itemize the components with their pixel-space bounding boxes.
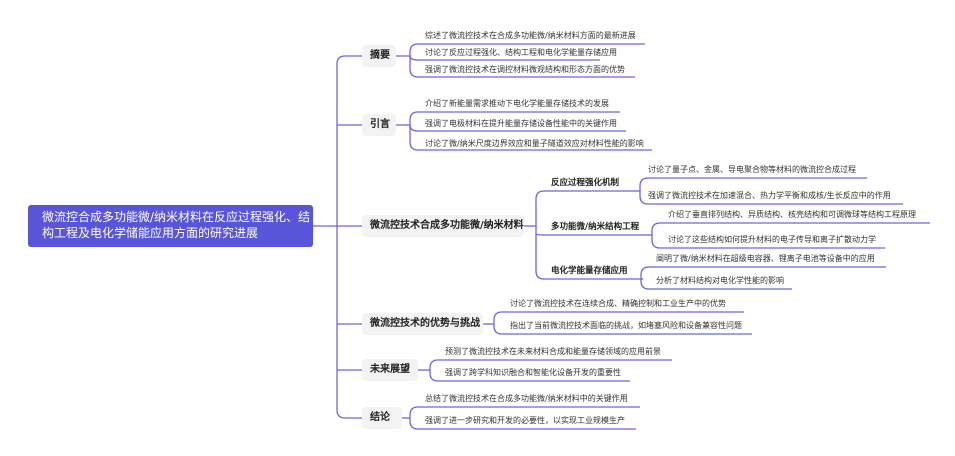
leaf-item[interactable]: 讨论了这些结构如何提升材料的电子传导和离子扩散动力学: [668, 235, 876, 244]
node-advantages-challenges[interactable]: 微流控技术的优势与挑战: [362, 313, 483, 335]
node-label: 结论: [370, 412, 390, 423]
leaf-item[interactable]: 综述了微流控技术在合成多功能微/纳米材料方面的最新进展: [425, 31, 636, 40]
node-synthesis[interactable]: 微流控技术合成多功能微/纳米材料: [362, 215, 524, 237]
leaf-item[interactable]: 介绍了垂直排列结构、异质结构、核壳结构和可调微球等结构工程原理: [668, 210, 916, 219]
leaf-item[interactable]: 指出了当前微流控技术面临的挑战，如堵塞风险和设备兼容性问题: [510, 321, 742, 330]
connector-trunk: [336, 55, 346, 419]
leaf-item[interactable]: 讨论了微流控技术在连续合成、精确控制和工业生产中的优势: [510, 299, 726, 308]
node-conclusion[interactable]: 结论: [362, 407, 402, 429]
root-node[interactable]: 微流控合成多功能微/纳米材料在反应过程强化、结构工程及电化学储能应用方面的研究进…: [28, 205, 313, 247]
node-label: 未来展望: [370, 364, 410, 375]
leaf-item[interactable]: 总结了微流控技术在合成多功能微/纳米材料中的关键作用: [425, 394, 628, 403]
node-label: 摘要: [370, 50, 390, 61]
node-introduction[interactable]: 引言: [362, 114, 396, 136]
leaf-item[interactable]: 讨论了微/纳米尺度边界效应和量子隧道效应对材料性能的影响: [425, 139, 644, 148]
leaf-item[interactable]: 讨论了量子点、金属、导电聚合物等材料的微流控合成过程: [648, 165, 856, 174]
leaf-item[interactable]: 介绍了新能量需求推动下电化学能量存储技术的发展: [425, 99, 609, 108]
leaf-item[interactable]: 讨论了反应过程强化、结构工程和电化学能量存储应用: [425, 48, 617, 57]
node-label: 微流控技术合成多功能微/纳米材料: [370, 220, 524, 231]
leaf-item[interactable]: 强调了电极材料在提升能量存储设备性能中的关键作用: [425, 119, 617, 128]
leaf-item[interactable]: 强调了微流控技术在加速混合、热力学平衡和成核/生长反应中的作用: [648, 191, 891, 200]
leaf-item[interactable]: 分析了材料结构对电化学性能的影响: [656, 276, 784, 285]
node-label: 引言: [370, 119, 390, 130]
node-energy-storage[interactable]: 电化学能量存储应用: [551, 266, 628, 276]
leaf-item[interactable]: 强调了微流控技术在调控材料微观结构和形态方面的优势: [425, 65, 625, 74]
leaf-item[interactable]: 预测了微流控技术在未来材料合成和能量存储领域的应用前景: [445, 347, 661, 356]
leaf-item[interactable]: 强调了进一步研究和开发的必要性，以实现工业规模生产: [425, 416, 625, 425]
leaf-item[interactable]: 阐明了微/纳米材料在超级电容器、锂离子电池等设备中的应用: [656, 254, 875, 263]
node-abstract[interactable]: 摘要: [362, 45, 396, 67]
node-reaction-intensification[interactable]: 反应过程强化机制: [551, 178, 620, 188]
node-label: 微流控技术的优势与挑战: [370, 318, 480, 329]
node-outlook[interactable]: 未来展望: [362, 359, 418, 381]
leaf-item[interactable]: 强调了跨学科知识融合和智能化设备开发的重要性: [445, 368, 621, 377]
node-structure-engineering[interactable]: 多功能微/纳米结构工程: [551, 222, 640, 232]
root-node-label: 微流控合成多功能微/纳米材料在反应过程强化、结构工程及电化学储能应用方面的研究进…: [42, 210, 311, 240]
